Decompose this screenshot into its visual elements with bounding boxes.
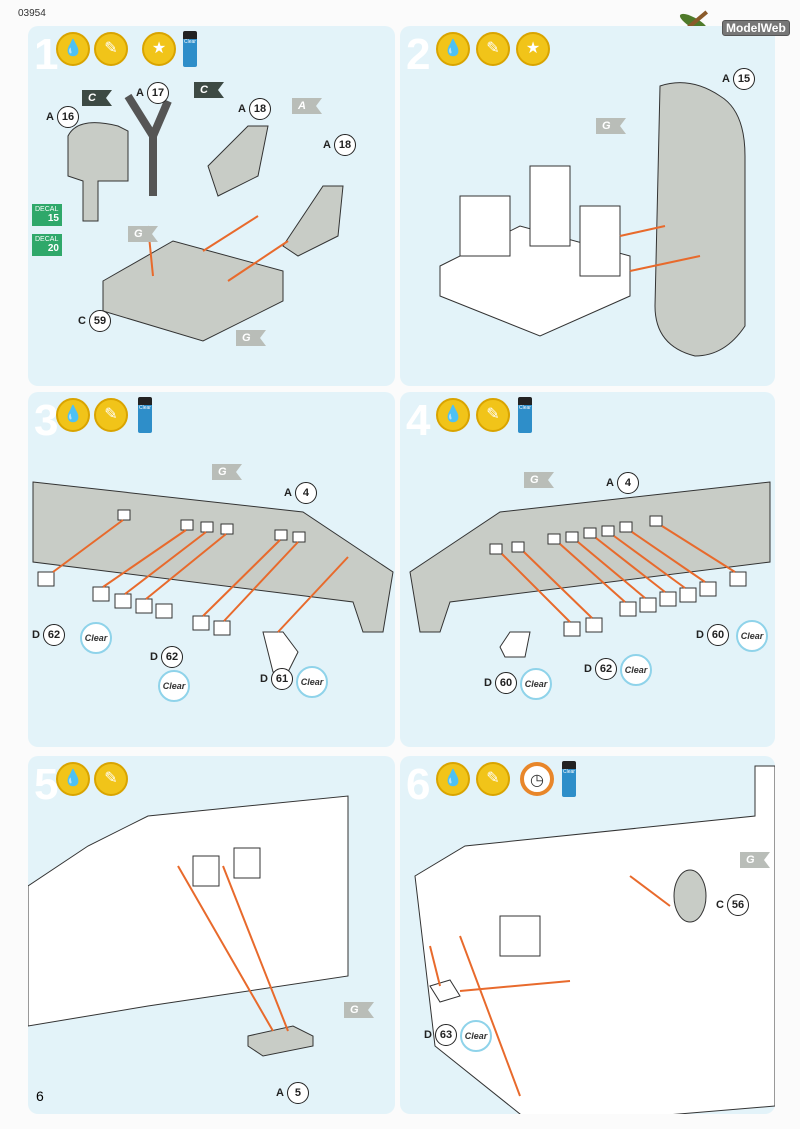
clear-parts-badge: Clear [736, 620, 768, 652]
color-flag: A [292, 98, 322, 114]
glue-icon: 💧 [436, 762, 470, 796]
step-number: 1 [34, 30, 59, 79]
step-4-drawing [409, 481, 771, 658]
step-2-drawing [439, 82, 746, 357]
clear-parts-badge: Clear [296, 666, 328, 698]
clear-paint-bottle-icon: Clear [518, 397, 532, 433]
glue-icon: 💧 [56, 398, 90, 432]
paint-brush-icon: ✎ [476, 398, 510, 432]
color-flag: C [82, 90, 112, 106]
step-6-drawing [414, 765, 775, 1114]
clear-parts-badge: Clear [520, 668, 552, 700]
color-flag: G [344, 1002, 374, 1018]
paint-brush-icon: ✎ [94, 398, 128, 432]
modelweb-logo: ModelWeb [672, 6, 796, 40]
clear-paint-bottle-icon: Clear [183, 31, 197, 67]
water-decal-icon: ★ [516, 32, 550, 66]
step-number: 3 [34, 396, 59, 445]
color-flag: C [194, 82, 224, 98]
glue-icon: 💧 [56, 32, 90, 66]
paint-brush-icon: ✎ [476, 32, 510, 66]
color-flag: G [740, 852, 770, 868]
clear-paint-bottle-icon: Clear [138, 397, 152, 433]
clear-parts-badge: Clear [620, 654, 652, 686]
step-5-drawing [28, 795, 349, 1057]
page-number: 6 [36, 1088, 44, 1104]
step-1-drawing [67, 93, 344, 342]
paint-brush-icon: ✎ [476, 762, 510, 796]
clock-drying-time-icon: ◷ [520, 762, 554, 796]
glue-icon: 💧 [56, 762, 90, 796]
color-flag: G [524, 472, 554, 488]
color-flag: G [596, 118, 626, 134]
step-number: 4 [406, 396, 431, 445]
step-number: 5 [34, 760, 59, 809]
glue-icon: 💧 [436, 32, 470, 66]
color-flag: G [212, 464, 242, 480]
color-flag: G [236, 330, 266, 346]
color-flag: G [128, 226, 158, 242]
clear-parts-badge: Clear [158, 670, 190, 702]
step-number: 2 [406, 30, 431, 79]
step-number: 6 [406, 760, 431, 809]
paint-brush-icon: ✎ [94, 32, 128, 66]
paint-brush-icon: ✎ [94, 762, 128, 796]
clear-paint-bottle-icon: Clear [562, 761, 576, 797]
step-3-drawing [32, 481, 394, 673]
document-number: 03954 [18, 8, 46, 19]
clear-parts-badge: Clear [80, 622, 112, 654]
water-decal-icon: ★ [142, 32, 176, 66]
glue-icon: 💧 [436, 398, 470, 432]
clear-parts-badge: Clear [460, 1020, 492, 1052]
